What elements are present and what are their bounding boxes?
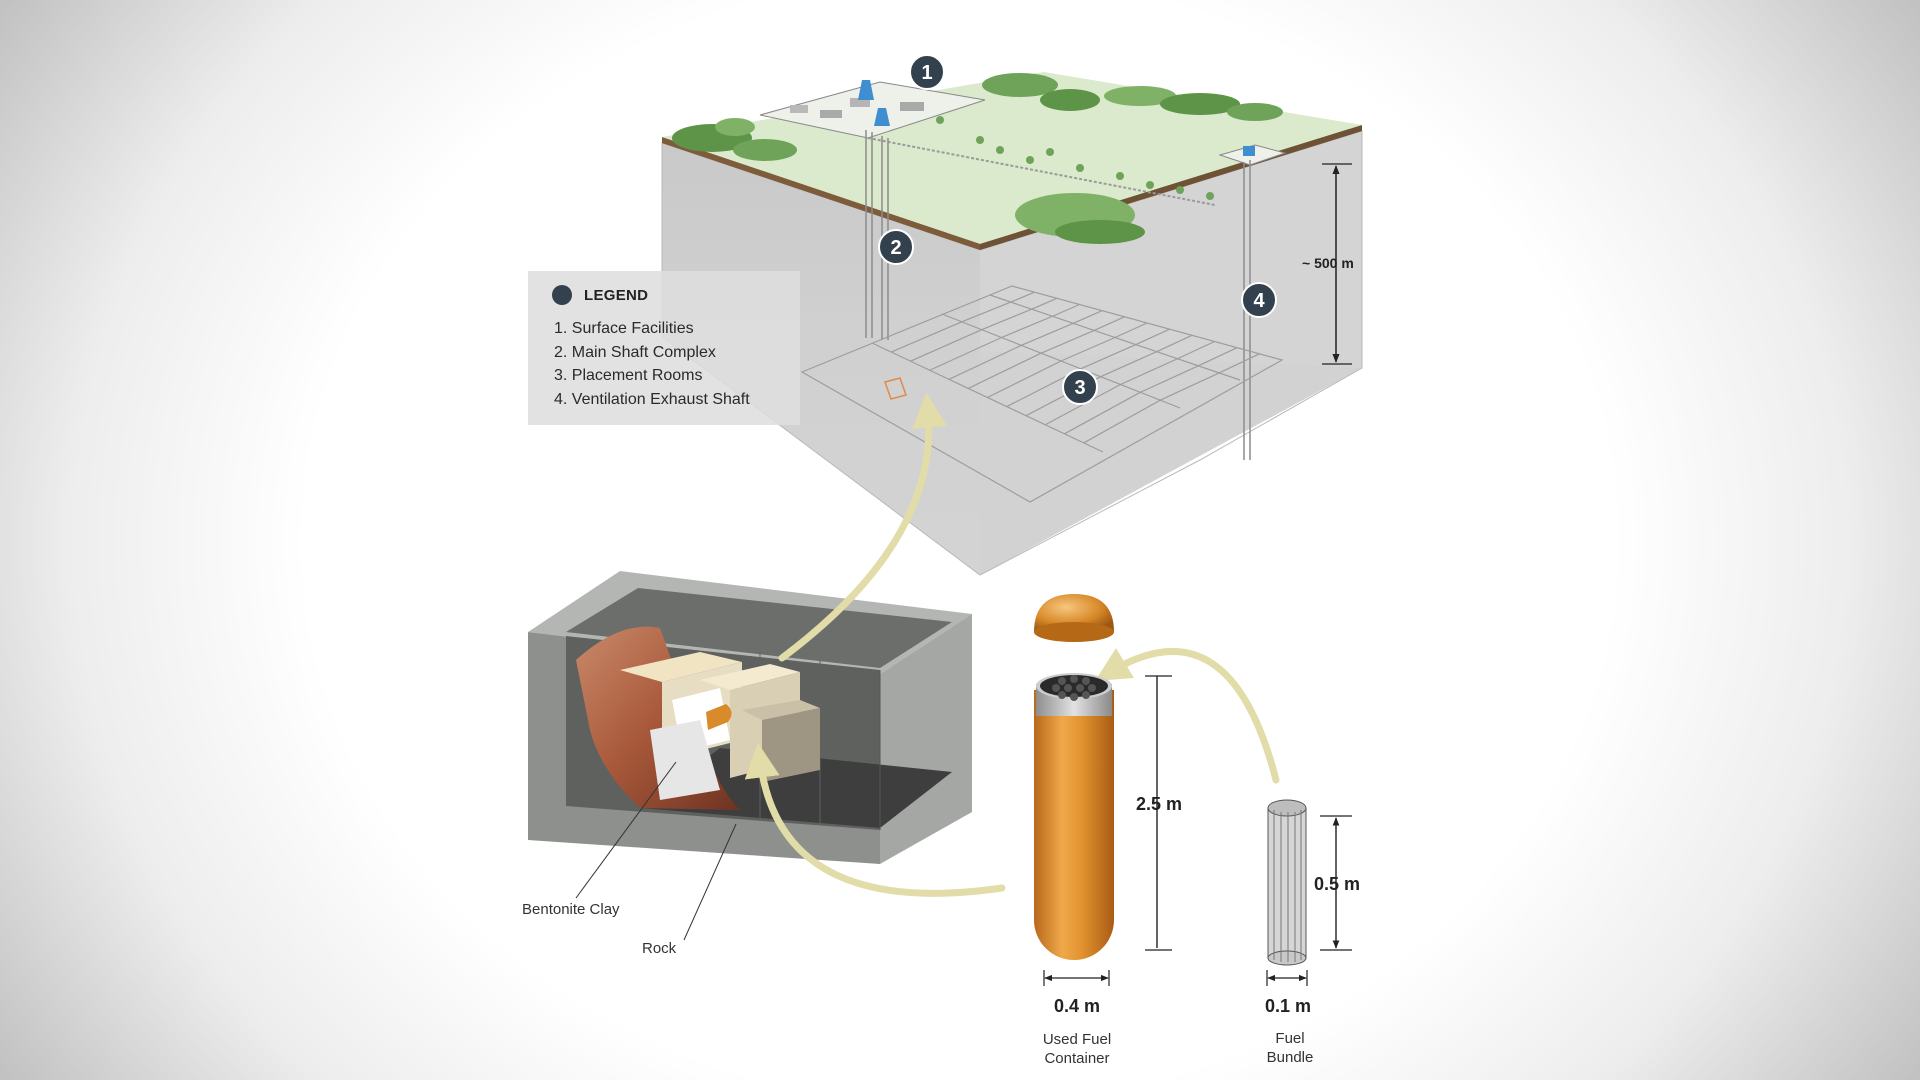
marker-1: 1 xyxy=(909,54,945,90)
legend-list: 1. Surface Facilities 2. Main Shaft Comp… xyxy=(554,317,800,411)
ventilation-building xyxy=(1218,144,1287,166)
placement-room-tunnel xyxy=(967,352,1042,389)
legend-panel: LEGEND 1. Surface Facilities 2. Main Sha… xyxy=(528,271,800,425)
container-name-line1: Used Fuel xyxy=(1043,1031,1111,1048)
legend-title: LEGEND xyxy=(584,286,649,304)
placement-room-tunnel xyxy=(1052,303,1080,317)
container-width-label: 0.4 m xyxy=(1054,996,1100,1016)
placement-room-tunnel xyxy=(1093,316,1125,331)
placement-room-tunnel xyxy=(1120,358,1178,386)
placement-room-tunnel xyxy=(1073,310,1103,324)
container-fuel-tubes xyxy=(1052,675,1096,701)
legend-item-main-shaft-complex: 2. Main Shaft Complex xyxy=(554,343,716,361)
placement-room-tunnel xyxy=(1031,297,1058,310)
placement-room-tunnel xyxy=(961,301,1012,323)
placement-room-tunnel xyxy=(1001,315,1053,339)
placement-room-tunnel xyxy=(1100,351,1157,378)
placement-room-tunnel xyxy=(1080,344,1137,370)
legend-item-surface-facilities: 1. Surface Facilities xyxy=(554,320,694,337)
vegetation xyxy=(672,73,1283,244)
placement-rooms xyxy=(800,285,1284,503)
placement-room-tunnel xyxy=(929,336,1002,371)
svg-text:4: 4 xyxy=(1253,290,1265,312)
callout-lines xyxy=(575,761,737,941)
surface-facilities xyxy=(759,80,1216,206)
placement-room-tunnel xyxy=(1021,322,1074,346)
room-cross-section xyxy=(528,571,972,864)
bundle-width-label: 0.1 m xyxy=(1265,996,1311,1016)
placement-room-tunnel xyxy=(948,344,1022,380)
container-name-line2: Container xyxy=(1044,1050,1109,1067)
surface-plane xyxy=(662,72,1362,250)
placement-room-tunnel xyxy=(1135,328,1170,346)
label-bentonite-clay: Bentonite Clay xyxy=(522,901,620,918)
svg-text:3: 3 xyxy=(1074,377,1085,399)
placement-room-tunnel xyxy=(1198,347,1238,367)
placement-room-tunnel xyxy=(981,308,1032,331)
fuel-bundle: 0.5 m 0.1 m Fuel Bundle xyxy=(1265,799,1360,1066)
marker-2: 2 xyxy=(878,229,914,265)
legend-item-placement-rooms: 3. Placement Rooms xyxy=(554,367,703,384)
placement-room-tunnel xyxy=(987,360,1062,399)
svg-text:2: 2 xyxy=(890,237,901,259)
placement-room-tunnel xyxy=(1156,334,1193,353)
placement-room-tunnel xyxy=(1159,372,1220,401)
bundle-name-line1: Fuel xyxy=(1275,1030,1304,1047)
svg-text:1: 1 xyxy=(921,62,932,84)
placement-room-tunnel xyxy=(910,329,982,362)
placement-room-tunnel xyxy=(1114,322,1148,339)
flow-arrows xyxy=(744,392,1280,897)
legend-marker-icon xyxy=(552,285,572,305)
marker-3: 3 xyxy=(1062,369,1098,405)
depth-dimension: ~ 500 m xyxy=(1302,163,1354,365)
used-fuel-container: 2.5 m 0.4 m Used Fuel Container xyxy=(1034,594,1182,1067)
placement-room-tunnel xyxy=(891,321,963,353)
legend-header: LEGEND xyxy=(552,285,800,305)
placement-room-tunnel xyxy=(1010,291,1035,303)
placement-room-tunnel xyxy=(1060,336,1116,362)
depth-label: ~ 500 m xyxy=(1302,255,1354,271)
legend-item-ventilation-exhaust-shaft: 4. Ventilation Exhaust Shaft xyxy=(554,390,750,408)
placement-room-tunnel xyxy=(1218,353,1260,374)
label-rock: Rock xyxy=(642,940,677,957)
bundle-height-label: 0.5 m xyxy=(1314,874,1360,894)
bundle-name-line2: Bundle xyxy=(1267,1049,1314,1066)
placement-room-tunnel xyxy=(1177,340,1215,360)
placement-room-tunnel xyxy=(1040,329,1095,354)
container-height-label: 2.5 m xyxy=(1136,794,1182,814)
marker-4: 4 xyxy=(1241,282,1277,318)
placement-room-tunnel xyxy=(1140,365,1199,393)
placement-room-tunnel xyxy=(1064,391,1141,435)
placement-room-tunnel xyxy=(1083,399,1161,444)
